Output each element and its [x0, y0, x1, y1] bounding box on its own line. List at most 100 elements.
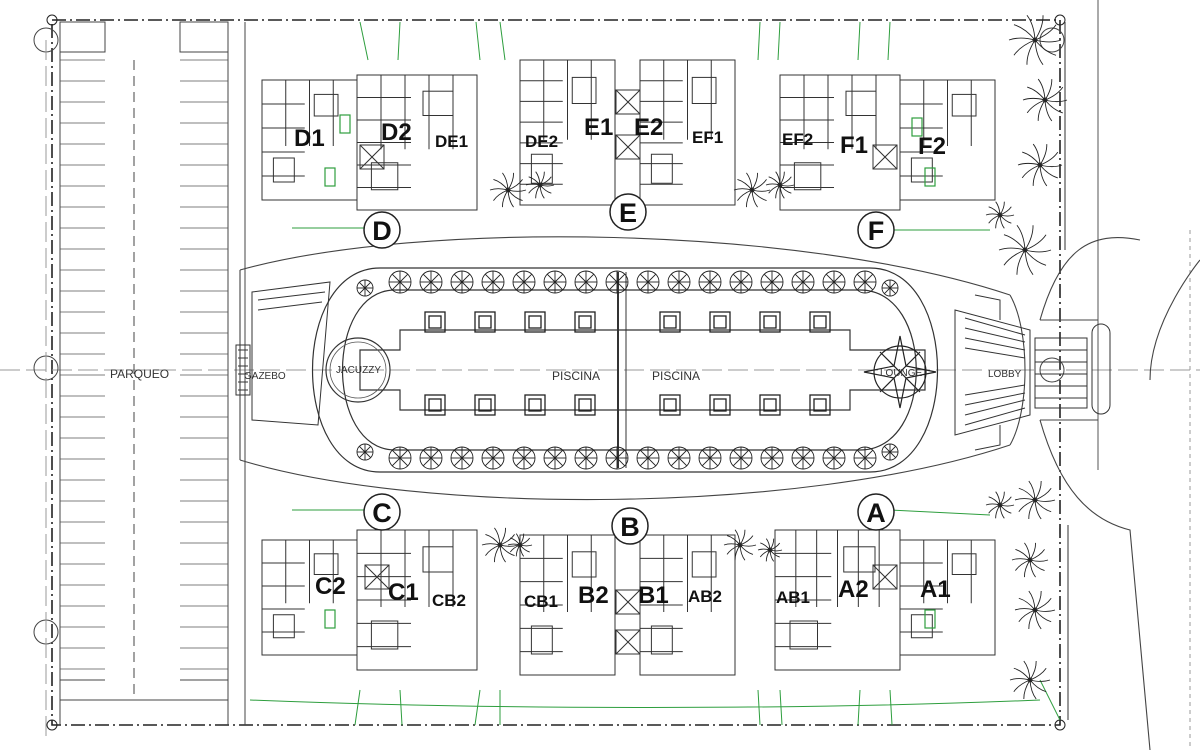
shrub-bottom	[760, 446, 784, 470]
shrub-bottom	[667, 446, 691, 470]
unit-e2-label: E2	[634, 114, 663, 141]
pool-lounger-inner	[428, 315, 442, 329]
green-accent	[911, 117, 923, 137]
shrub-top	[512, 270, 536, 294]
shrub-top	[698, 270, 722, 294]
pool-lounger-inner	[663, 398, 677, 412]
svg-text:C: C	[372, 498, 392, 528]
green-accent	[324, 609, 336, 629]
block-f-marker: F	[857, 211, 895, 249]
unit-a2-label: A2	[838, 576, 869, 603]
pool-lounger-inner	[478, 315, 492, 329]
unit-de2-label: DE2	[525, 132, 558, 151]
pool-deck	[311, 267, 939, 473]
pool-lounger-inner	[528, 315, 542, 329]
palm-tree	[1011, 542, 1049, 578]
block-d-marker: D	[363, 211, 401, 249]
jacuzzi	[325, 337, 391, 403]
shrub-top	[791, 270, 815, 294]
unit-ef2-label: EF2	[782, 130, 813, 149]
landscaping	[356, 270, 899, 470]
palm-tree	[1014, 480, 1056, 520]
shrub-bottom	[636, 446, 660, 470]
stair-core	[359, 144, 385, 170]
svg-text:D: D	[372, 216, 392, 246]
shrub-top	[760, 270, 784, 294]
building-d-right	[356, 74, 478, 211]
pool-loungers	[424, 311, 831, 416]
shrub-bottom	[419, 446, 443, 470]
pool-lounger-inner	[663, 315, 677, 329]
pool-lounger	[659, 311, 681, 333]
green-setback-lines	[249, 21, 1061, 726]
shrub-top	[419, 270, 443, 294]
unit-ef1-label: EF1	[692, 128, 723, 147]
pool-lounger	[709, 311, 731, 333]
unit-cb2-label: CB2	[432, 591, 466, 610]
shrub-end	[356, 279, 374, 297]
green-accent	[924, 167, 936, 187]
shrub-bottom	[822, 446, 846, 470]
shrub-end	[881, 443, 899, 461]
piscina-right-label: PISCINA	[652, 369, 700, 383]
piscina-left-label: PISCINA	[552, 369, 600, 383]
pool-lounger	[659, 394, 681, 416]
boundary-corner	[1054, 14, 1066, 26]
pool-lounger-inner	[528, 398, 542, 412]
pool-lounger	[524, 394, 546, 416]
boundary-corner	[46, 719, 58, 731]
unit-c1-label: C1	[388, 579, 419, 606]
lounge-label: LOUNGE	[880, 368, 923, 379]
stair-core	[872, 144, 898, 170]
building-a-left	[774, 529, 901, 671]
palm-tree	[1017, 143, 1063, 187]
pool-lounger	[474, 394, 496, 416]
shrub-bottom	[574, 446, 598, 470]
shrub-top	[481, 270, 505, 294]
unit-ab1-label: AB1	[776, 588, 810, 607]
pool-lounger-inner	[578, 315, 592, 329]
pool-lounger	[809, 394, 831, 416]
shrub-top	[667, 270, 691, 294]
shrub-top	[636, 270, 660, 294]
svg-text:F: F	[868, 216, 885, 246]
shrub-bottom	[605, 446, 629, 470]
palm-tree	[481, 527, 519, 563]
pool-lounger-inner	[713, 315, 727, 329]
building-c-right	[356, 529, 478, 671]
palm-tree	[757, 538, 783, 562]
svg-text:B: B	[620, 512, 640, 542]
jacuzzi-inner	[329, 341, 387, 399]
palm-tree	[1014, 590, 1056, 630]
palm-tree	[765, 171, 795, 199]
pool-lounger-inner	[478, 398, 492, 412]
unit-ab2-label: AB2	[688, 587, 722, 606]
palm-tree	[723, 529, 757, 561]
pool-lounger	[524, 311, 546, 333]
property-boundary	[51, 19, 1061, 726]
pool-lounger	[709, 394, 731, 416]
shrub-bottom	[450, 446, 474, 470]
svg-text:E: E	[619, 198, 637, 228]
shrub-bottom	[388, 446, 412, 470]
lobby-label: LOBBY	[988, 369, 1022, 380]
unit-e1-label: E1	[584, 114, 613, 141]
green-accent	[339, 114, 351, 134]
palm-tree	[1008, 14, 1062, 66]
pool-lounger	[574, 311, 596, 333]
green-accent	[924, 609, 936, 629]
block-a-marker: A	[857, 493, 895, 531]
shrub-end	[356, 443, 374, 461]
pool-lounger	[759, 311, 781, 333]
pool-lounger-inner	[813, 315, 827, 329]
unit-f2-label: F2	[918, 133, 946, 160]
pool-lounger-inner	[578, 398, 592, 412]
lobby-structure	[954, 294, 1111, 451]
palm-trees	[481, 14, 1068, 700]
stair-core	[615, 589, 641, 615]
palm-tree	[998, 224, 1052, 276]
shrub-top	[729, 270, 753, 294]
shrub-top	[605, 270, 629, 294]
block-e-marker: E	[609, 193, 647, 231]
